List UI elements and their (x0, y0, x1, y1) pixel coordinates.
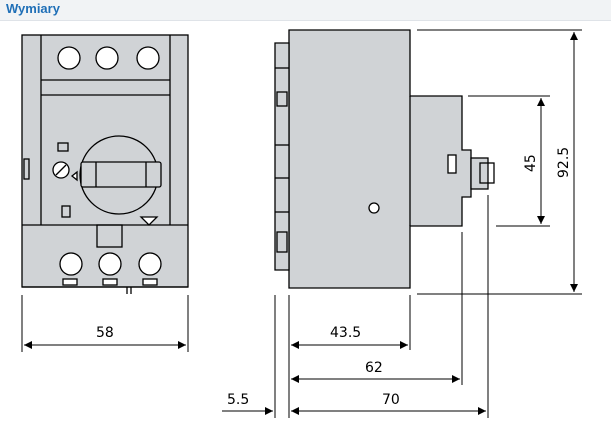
section-header: Wymiary (0, 0, 611, 21)
dim-43-5-label: 43.5 (330, 325, 361, 341)
rotary-handle (80, 161, 162, 188)
side-vertical-dimensions (417, 29, 582, 295)
dim-5-5-label: 5.5 (227, 392, 249, 408)
top-terminal-3 (136, 46, 160, 70)
side-view (274, 29, 495, 289)
page-title: Wymiary (6, 1, 60, 16)
bottom-terminal-3 (138, 252, 162, 276)
dim-92-5-label: 92.5 (556, 147, 572, 178)
dim-58-label: 58 (96, 325, 114, 341)
side-body (288, 29, 472, 289)
bottom-terminal-2 (98, 252, 122, 276)
front-width-dimension (21, 295, 189, 352)
dim-45-label: 45 (523, 154, 539, 172)
front-view (21, 34, 189, 294)
top-terminal-1 (57, 46, 81, 70)
top-terminal-2 (95, 46, 119, 70)
dim-62-label: 62 (365, 360, 383, 376)
side-horizontal-dimensions (222, 195, 489, 418)
dim-70-label: 70 (382, 392, 400, 408)
bottom-terminal-1 (59, 252, 83, 276)
side-hole (368, 202, 380, 214)
